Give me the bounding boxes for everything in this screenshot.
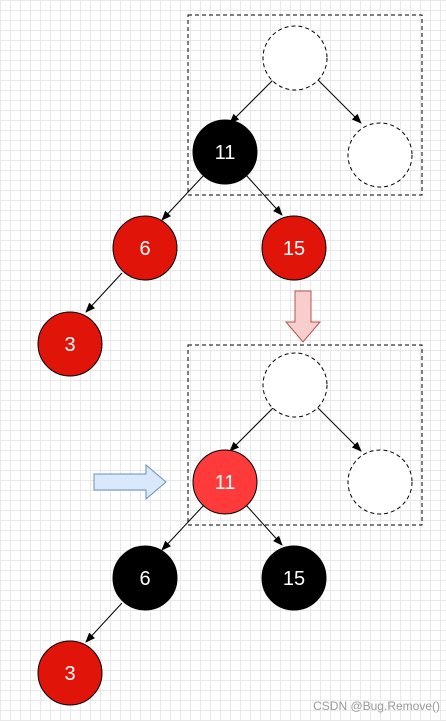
tree-node-15: 15 xyxy=(261,545,327,611)
node-label: 3 xyxy=(64,663,75,685)
node-circle xyxy=(262,352,328,418)
edges-before xyxy=(85,79,362,313)
edge-6-to-3 xyxy=(85,602,123,643)
node-circle xyxy=(261,545,327,611)
down-arrow-icon xyxy=(284,290,322,343)
tree-node-empty xyxy=(347,449,413,515)
edge-6-to-3 xyxy=(85,272,123,313)
tree-node-empty xyxy=(347,122,413,188)
node-label: 6 xyxy=(139,568,150,590)
node-circle xyxy=(262,25,328,91)
right-arrow-icon xyxy=(93,463,167,501)
node-label: 15 xyxy=(283,568,305,590)
watermark: CSDN @Bug.Remove() xyxy=(313,699,440,713)
tree-node-empty xyxy=(262,352,328,418)
node-circle xyxy=(347,122,413,188)
edge-parent-to-uncle xyxy=(317,79,362,124)
tree-node-6: 6 xyxy=(112,215,178,281)
node-label: 11 xyxy=(215,142,236,164)
nodes-after: 11 6 15 3 xyxy=(37,352,413,706)
node-circle xyxy=(112,545,178,611)
node-circle xyxy=(37,311,103,377)
node-label: 15 xyxy=(283,238,305,260)
node-label: 11 xyxy=(215,472,236,494)
tree-node-empty xyxy=(262,25,328,91)
node-circle xyxy=(192,449,258,515)
node-circle xyxy=(112,215,178,281)
tree-node-15: 15 xyxy=(261,215,327,281)
edge-parent-to-11 xyxy=(229,407,274,452)
tree-node-6: 6 xyxy=(112,545,178,611)
edges-after xyxy=(85,407,362,643)
tree-node-3: 3 xyxy=(37,311,103,377)
node-circle xyxy=(261,215,327,281)
node-circle xyxy=(192,119,258,185)
edge-11-to-6 xyxy=(161,174,205,221)
edge-parent-to-uncle xyxy=(317,407,362,452)
edge-11-to-6 xyxy=(161,504,205,551)
node-label: 3 xyxy=(64,334,75,356)
edge-11-to-15 xyxy=(245,504,283,546)
subtree-frame-before xyxy=(187,14,423,196)
edge-11-to-15 xyxy=(245,174,283,216)
node-label: 6 xyxy=(139,238,150,260)
node-circle xyxy=(347,449,413,515)
edge-parent-to-11 xyxy=(229,79,274,124)
tree-node-3: 3 xyxy=(37,640,103,706)
nodes-before: 11 6 15 3 xyxy=(37,25,413,377)
node-circle xyxy=(37,640,103,706)
tree-node-11: 11 xyxy=(192,119,258,185)
subtree-frame-after xyxy=(187,344,423,526)
tree-node-11: 11 xyxy=(192,449,258,515)
